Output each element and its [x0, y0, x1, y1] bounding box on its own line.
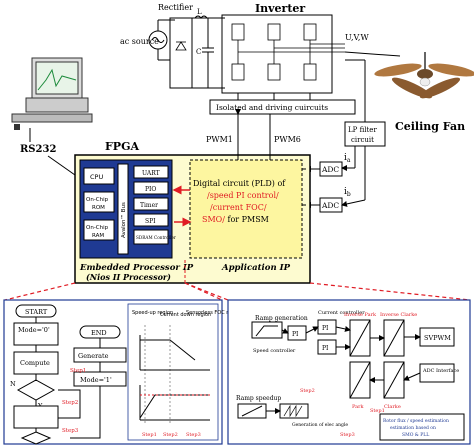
plot-step1: Step1: [142, 432, 157, 438]
application-ip-block: [189, 159, 303, 259]
ia-label: ia: [344, 153, 351, 164]
lp-filter-label-1: LP filter: [348, 126, 377, 134]
svg-text:estimation based on: estimation based on: [390, 425, 436, 431]
ac-source-label: ac source: [120, 37, 159, 46]
pld-line-1: Digital circuit (PLD) of: [193, 179, 286, 188]
region-speedup: Speed-up region: [132, 310, 173, 316]
flow-step2: Step2: [62, 400, 78, 406]
rs232-label: RS232: [20, 144, 56, 155]
ceiling-fan-label: Ceiling Fan: [395, 120, 465, 133]
svg-text:N: N: [10, 380, 16, 388]
svg-text:PI: PI: [322, 345, 329, 352]
current-profile-curve: [140, 339, 196, 361]
pwm6-label: PWM6: [274, 135, 301, 144]
inverter-title: Inverter: [255, 2, 305, 15]
flow-step3: Step3: [62, 428, 79, 434]
svg-text:PI: PI: [322, 325, 329, 332]
rectifier-label: Rectifier: [158, 3, 193, 12]
lp-filter-label-2: circuit: [351, 136, 374, 144]
generate-label: Generate: [78, 352, 109, 360]
svg-text:SVPWM: SVPWM: [424, 334, 451, 342]
svg-text:RAM: RAM: [92, 233, 104, 239]
nios-peripherals: UART PIO Timer SPI SDRAM Controller: [133, 165, 176, 245]
uart-label: UART: [142, 170, 160, 177]
embedded-ip-label-1: Embedded Processor IP: [79, 263, 194, 273]
pio-label: PIO: [145, 186, 156, 193]
spi-label: SPI: [145, 218, 156, 225]
rectifier-block: [169, 17, 193, 89]
speed-controller-label: Speed controller: [253, 348, 296, 354]
adc-a-label: ADC: [321, 165, 339, 174]
svg-text:START: START: [25, 308, 48, 316]
inverse-park-label: Inverse Park: [344, 312, 377, 318]
plot-step2: Step2: [163, 432, 178, 438]
uvw-label: U,V,W: [345, 33, 369, 42]
ctrl-step3: Step3: [340, 432, 355, 438]
pwm1-label: PWM1: [206, 135, 233, 144]
power-stage: ac source Rectifier L C Inverter U,V,W: [120, 2, 474, 213]
timer-label: Timer: [140, 202, 158, 209]
lp-filter-block: [344, 121, 386, 147]
svg-text:PI: PI: [292, 331, 299, 338]
cpu-label: CPU: [90, 173, 103, 181]
current-controller-label: Current controller: [318, 310, 365, 316]
pld-line-4: SMO/ for PMSM: [202, 215, 269, 224]
speed-profile-plot: Speed-up region Current down region Sens…: [127, 303, 242, 441]
ib-label: ib: [344, 187, 351, 198]
pc-computer-icon: [11, 57, 93, 130]
isolated-driver-label: Isolated and driving cuircuits: [216, 103, 328, 112]
elec-angle-label: Generation of elec angle: [292, 422, 348, 428]
flow-step1: Step1: [70, 368, 86, 374]
adc-b-label: ADC: [321, 201, 339, 210]
control-diagram: Ramp generation Speed controller PI Curr…: [236, 310, 465, 441]
svg-text:On-Chip: On-Chip: [86, 225, 109, 231]
mode0-label: Mode='0': [18, 326, 50, 334]
ctrl-step2: Step2: [300, 388, 315, 394]
svg-text:SMO & PLL: SMO & PLL: [402, 432, 429, 438]
ramp-speedup-label: Ramp speedup: [236, 395, 281, 402]
compute-label: Compute: [20, 359, 50, 367]
svg-text:Rotor flux / speed estimation: Rotor flux / speed estimation: [383, 418, 449, 424]
nios-cpu-block: CPU: [83, 167, 115, 185]
avalon-bus-label: Avalon™ Bus: [120, 202, 127, 238]
isolated-driver-block: [209, 99, 356, 115]
svg-text:ROM: ROM: [92, 205, 105, 211]
fpga-title: FPGA: [105, 140, 139, 153]
inverse-clarke-label: Inverse Clarke: [380, 312, 417, 318]
mode1-label: Mode='1': [80, 376, 112, 384]
onchip-rom-block: On-Chip ROM: [83, 191, 115, 213]
ceiling-fan-icon: [374, 52, 474, 99]
svg-text:ADC Interface: ADC Interface: [422, 368, 459, 374]
onchip-ram-block: On-Chip RAM: [83, 219, 115, 241]
igbt-switches: [231, 23, 345, 81]
clarke-label: Clarke: [384, 404, 401, 410]
pld-line-3: /current FOC/: [210, 203, 267, 212]
pld-line-2: /speed PI control/: [207, 191, 279, 200]
flowchart: START Mode='0' Compute N Y END Generate …: [10, 304, 127, 445]
inverter-block: [221, 14, 333, 94]
region-foc: Sensorless FOC region: [186, 310, 242, 316]
embedded-ip-label-2: (Nios II Processor): [86, 272, 171, 282]
speed-profile-curve: [139, 394, 210, 419]
application-ip-label: Application IP: [221, 263, 291, 273]
ramp-generation-label: Ramp generation: [255, 315, 308, 322]
plot-step3: Step3: [186, 432, 201, 438]
svg-text:On-Chip: On-Chip: [86, 197, 109, 203]
capacitor-label: C: [196, 48, 201, 56]
avalon-bus: [117, 163, 129, 255]
smo-block: [379, 413, 465, 441]
ctrl-step1: Step1: [370, 408, 385, 414]
sdram-label: SDRAM Controller: [136, 235, 176, 240]
svg-text:END: END: [91, 329, 107, 337]
region-current-down: Current down region: [160, 312, 211, 318]
inductor-label: L: [197, 8, 202, 16]
park-label: Park: [352, 404, 365, 410]
